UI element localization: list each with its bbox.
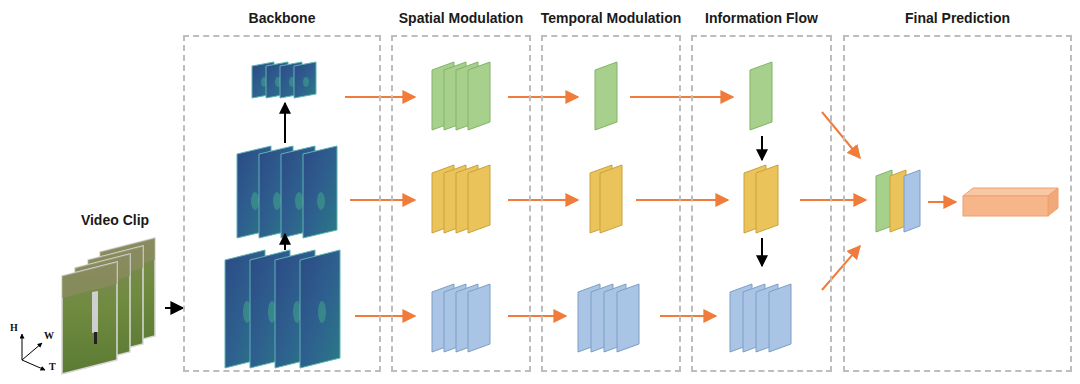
- axis-label: H: [10, 323, 18, 333]
- panel-heading: Information Flow: [683, 10, 840, 26]
- axis-label: W: [44, 331, 54, 341]
- stage-panel: Information Flow: [691, 35, 832, 372]
- panel-heading: Temporal Modulation: [533, 10, 689, 26]
- axis-label: T: [49, 362, 56, 372]
- panel-heading: Spatial Modulation: [383, 10, 539, 26]
- stage-panel: Backbone: [183, 35, 381, 372]
- panel-heading: Final Prediction: [835, 10, 1080, 26]
- stage-panel: Temporal Modulation: [541, 35, 681, 372]
- stage-panel: Final Prediction: [843, 35, 1072, 372]
- panel-heading: Backbone: [175, 10, 389, 26]
- clip-node: Video Clip: [65, 212, 165, 378]
- node-label: Video Clip: [65, 212, 165, 228]
- flow-arrow: [165, 307, 183, 309]
- stage-panel: Spatial Modulation: [391, 35, 531, 372]
